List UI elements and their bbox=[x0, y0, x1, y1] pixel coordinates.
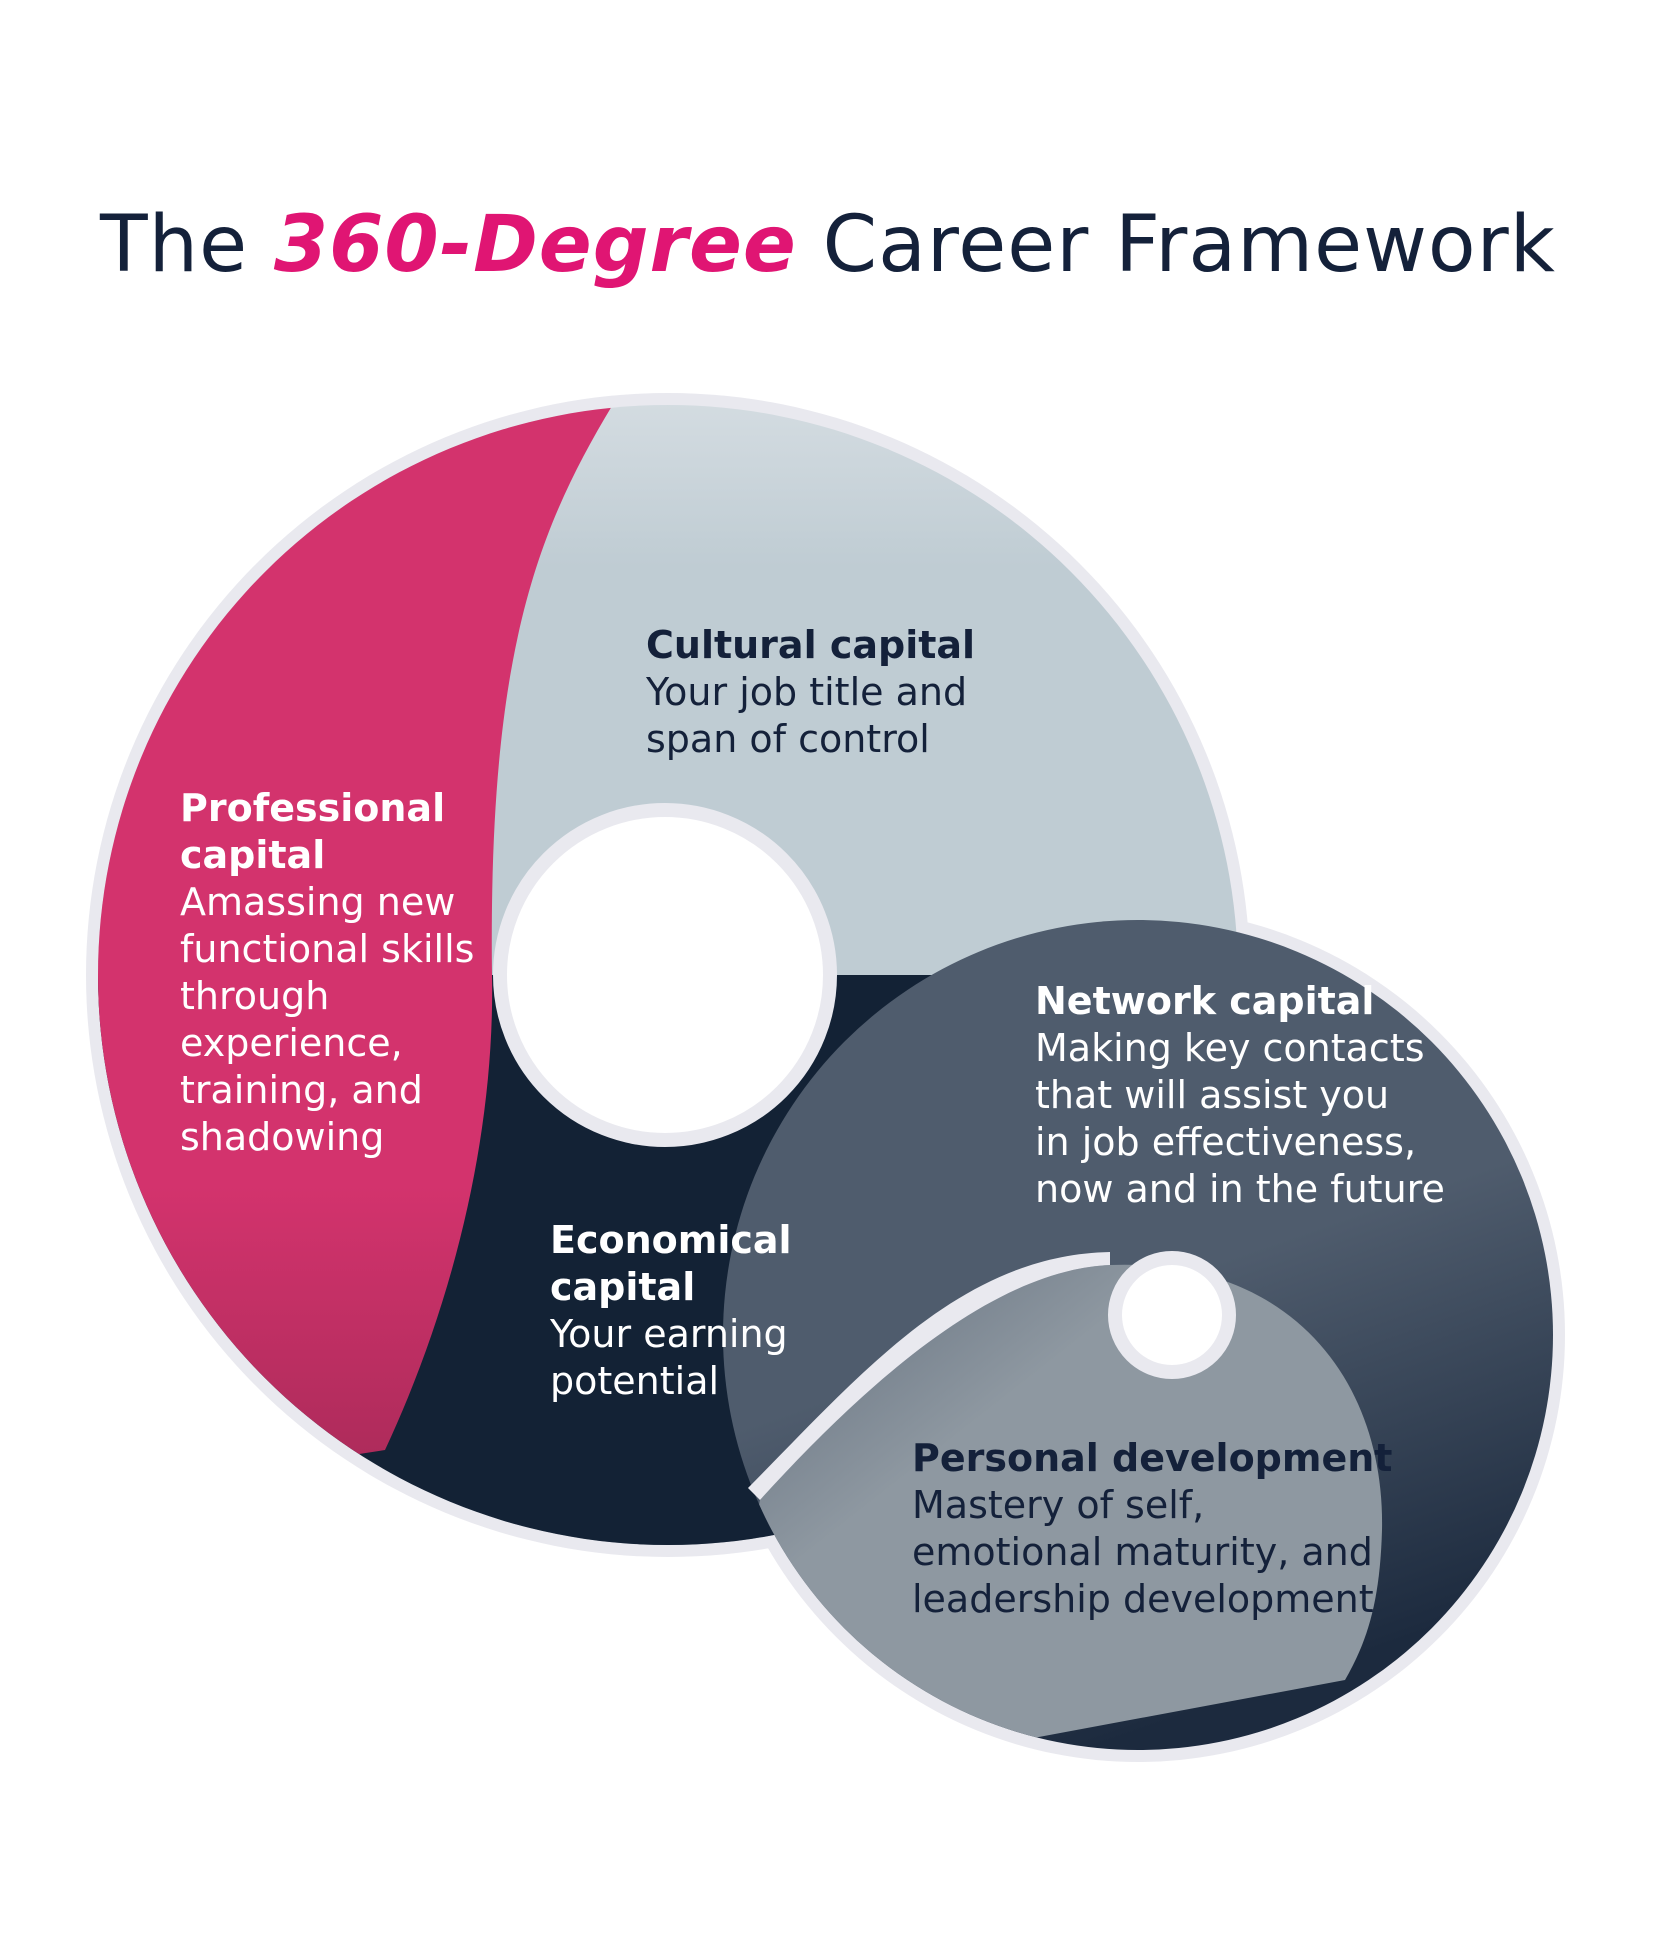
professional-capital-line: through bbox=[180, 974, 330, 1018]
cultural-capital-heading: Cultural capital bbox=[646, 623, 976, 667]
network-capital-line: Making key contacts bbox=[1035, 1026, 1425, 1070]
personal-development-line: leadership development bbox=[912, 1577, 1374, 1621]
personal-development-heading: Personal development bbox=[912, 1436, 1393, 1480]
professional-capital-line: shadowing bbox=[180, 1115, 385, 1159]
economical-capital-line: Your earning bbox=[550, 1312, 788, 1356]
economical-capital-heading: Economical bbox=[550, 1218, 792, 1262]
network-capital-heading: Network capital bbox=[1035, 979, 1375, 1023]
economical-capital-label: Economical capital Your earning potentia… bbox=[550, 1217, 792, 1405]
personal-development-label: Personal development Mastery of self, em… bbox=[912, 1435, 1392, 1623]
network-capital-line: in job effectiveness, bbox=[1035, 1120, 1417, 1164]
network-capital-line: that will assist you bbox=[1035, 1073, 1390, 1117]
network-capital-line: now and in the future bbox=[1035, 1167, 1445, 1211]
professional-capital-heading: capital bbox=[180, 833, 326, 877]
personal-development-line: emotional maturity, and bbox=[912, 1530, 1373, 1574]
top-center-hole bbox=[493, 803, 837, 1147]
professional-capital-line: experience, bbox=[180, 1021, 403, 1065]
professional-capital-line: training, and bbox=[180, 1068, 423, 1112]
title-highlight: 360-Degree bbox=[273, 200, 797, 290]
professional-segment bbox=[98, 405, 628, 1500]
personal-development-line: Mastery of self, bbox=[912, 1483, 1205, 1527]
economical-capital-heading: capital bbox=[550, 1265, 696, 1309]
title-prefix: The bbox=[100, 200, 249, 290]
professional-capital-label: Professional capital Amassing new functi… bbox=[180, 785, 474, 1161]
title-suffix: Career Framework bbox=[822, 200, 1556, 290]
page-title: The 360-Degree Career Framework bbox=[100, 200, 1556, 290]
cultural-capital-line: span of control bbox=[646, 717, 930, 761]
professional-capital-heading: Professional bbox=[180, 786, 446, 830]
professional-capital-line: functional skills bbox=[180, 927, 475, 971]
professional-capital-line: Amassing new bbox=[180, 880, 456, 924]
economical-capital-line: potential bbox=[550, 1359, 720, 1403]
cultural-capital-line: Your job title and bbox=[646, 670, 968, 714]
bottom-center-hole bbox=[1108, 1251, 1236, 1379]
cultural-capital-label: Cultural capital Your job title and span… bbox=[646, 622, 975, 763]
network-capital-label: Network capital Making key contacts that… bbox=[1035, 978, 1445, 1213]
